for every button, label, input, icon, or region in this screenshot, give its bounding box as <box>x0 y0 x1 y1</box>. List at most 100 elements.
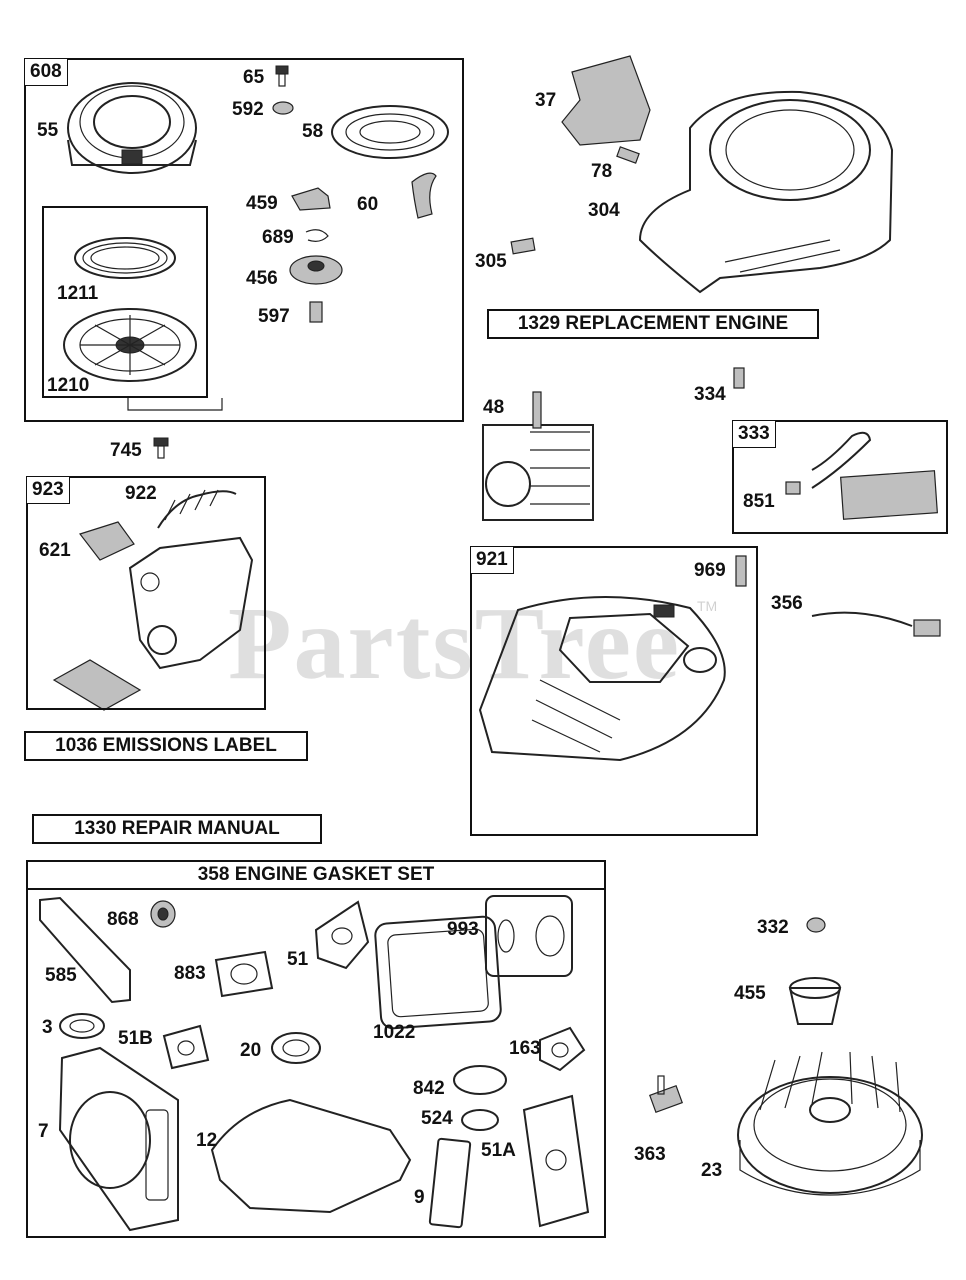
part-label-55: 55 <box>37 120 59 141</box>
gasket-set-banner: 358 ENGINE GASKET SET <box>26 860 606 890</box>
part-label-48: 48 <box>483 397 505 418</box>
part-label-524: 524 <box>421 1108 453 1129</box>
part-label-51: 51 <box>287 949 309 970</box>
linkage-group-tag: 923 <box>26 476 70 504</box>
deflector-37-illustration <box>561 55 651 146</box>
repair-manual-banner: 1330 REPAIR MANUAL <box>32 814 322 844</box>
part-label-993: 993 <box>447 919 479 940</box>
part-label-363: 363 <box>634 1144 666 1165</box>
part-label-332: 332 <box>757 917 789 938</box>
part-label-969: 969 <box>694 560 726 581</box>
rope-1211-illustration <box>74 237 176 279</box>
gasket-993-illustration <box>485 895 573 977</box>
starter-group-tag: 608 <box>24 58 68 86</box>
rewind-inner-box <box>42 206 208 398</box>
screw-78-illustration <box>616 146 640 164</box>
part-label-1211: 1211 <box>57 283 99 304</box>
part-label-922: 922 <box>125 483 157 504</box>
pulley-1210-illustration <box>63 308 197 382</box>
part-label-9: 9 <box>414 1187 425 1208</box>
part-label-868: 868 <box>107 909 139 930</box>
engine-cover-921-illustration <box>478 596 726 762</box>
bracket-363-illustration <box>648 1075 684 1114</box>
part-label-163: 163 <box>509 1038 541 1059</box>
part-label-745: 745 <box>110 440 142 461</box>
part-label-851: 851 <box>743 491 775 512</box>
oring-524-illustration <box>461 1109 499 1131</box>
pawl-459-illustration <box>291 187 331 211</box>
part-label-23: 23 <box>701 1160 723 1181</box>
part-label-459: 459 <box>246 193 278 214</box>
gasket-51A-illustration <box>522 1094 590 1228</box>
seal-868-illustration <box>150 900 176 928</box>
gasket-9-illustration <box>428 1137 472 1229</box>
bolt-305-illustration <box>510 237 536 255</box>
part-label-334: 334 <box>694 384 726 405</box>
part-label-12: 12 <box>196 1130 218 1151</box>
gasket-51B-illustration <box>162 1024 210 1070</box>
spring-58-illustration <box>331 105 449 159</box>
governor-spring-922-illustration <box>157 489 237 529</box>
part-label-51B: 51B <box>118 1028 153 1049</box>
part-label-592: 592 <box>232 99 264 120</box>
wire-356-illustration <box>811 611 941 637</box>
recoil-housing-illustration <box>67 82 197 174</box>
clip-689-illustration <box>305 229 329 242</box>
oring-842-illustration <box>453 1065 507 1095</box>
screw-334-illustration <box>733 367 745 389</box>
part-label-7: 7 <box>38 1121 49 1142</box>
part-label-65: 65 <box>243 67 265 88</box>
handle-60-illustration <box>411 172 437 219</box>
gasket-163-illustration <box>539 1026 586 1072</box>
nut-592-illustration <box>272 101 294 115</box>
ignition-group-box <box>732 420 948 534</box>
head-gasket-7-illustration <box>58 1046 179 1232</box>
cylinder-48-illustration <box>482 391 594 521</box>
part-label-585: 585 <box>45 965 77 986</box>
part-label-305: 305 <box>475 251 507 272</box>
part-label-78: 78 <box>591 161 613 182</box>
cup-455-illustration <box>788 977 842 1025</box>
nut-332-illustration <box>806 917 826 933</box>
part-label-1022: 1022 <box>373 1022 416 1043</box>
part-label-58: 58 <box>302 121 324 142</box>
part-label-621: 621 <box>39 540 71 561</box>
cover-group-tag: 921 <box>470 546 514 574</box>
replacement-engine-banner: 1329 REPLACEMENT ENGINE <box>487 309 819 339</box>
part-label-456: 456 <box>246 268 278 289</box>
part-label-597: 597 <box>258 306 290 327</box>
seal-3-illustration <box>59 1013 105 1039</box>
ignition-armature-illustration <box>785 431 938 520</box>
cover-group-box <box>470 546 758 836</box>
screw-969-illustration <box>735 555 747 587</box>
flywheel-23-illustration <box>737 1051 923 1196</box>
part-label-455: 455 <box>734 983 766 1004</box>
ignition-group-tag: 333 <box>732 420 776 448</box>
gasket-585-illustration <box>39 896 131 1004</box>
retainer-456-illustration <box>289 255 343 285</box>
part-label-1210: 1210 <box>47 375 90 396</box>
linkage-group-box <box>26 476 266 710</box>
part-label-689: 689 <box>262 227 294 248</box>
part-label-883: 883 <box>174 963 206 984</box>
seal-20-illustration <box>271 1032 321 1064</box>
part-label-842: 842 <box>413 1078 445 1099</box>
part-label-51A: 51A <box>481 1140 516 1161</box>
bolt-745-illustration <box>153 437 169 459</box>
part-label-20: 20 <box>240 1040 262 1061</box>
blower-housing-304-illustration <box>638 90 894 294</box>
screw-597-illustration <box>309 301 323 323</box>
bolt-65-illustration <box>275 65 289 87</box>
starter-connector-line <box>127 398 223 411</box>
starter-group-box <box>24 58 464 422</box>
lever-621-illustration <box>79 521 135 561</box>
gasket-883-illustration <box>214 950 274 998</box>
gasket-51-illustration <box>314 900 370 970</box>
part-label-304: 304 <box>588 200 620 221</box>
trademark-mark: TM <box>697 598 718 614</box>
emissions-label-banner: 1036 EMISSIONS LABEL <box>24 731 308 761</box>
linkage-bracket-illustration <box>52 536 254 711</box>
gasket-12-illustration <box>210 1098 412 1214</box>
